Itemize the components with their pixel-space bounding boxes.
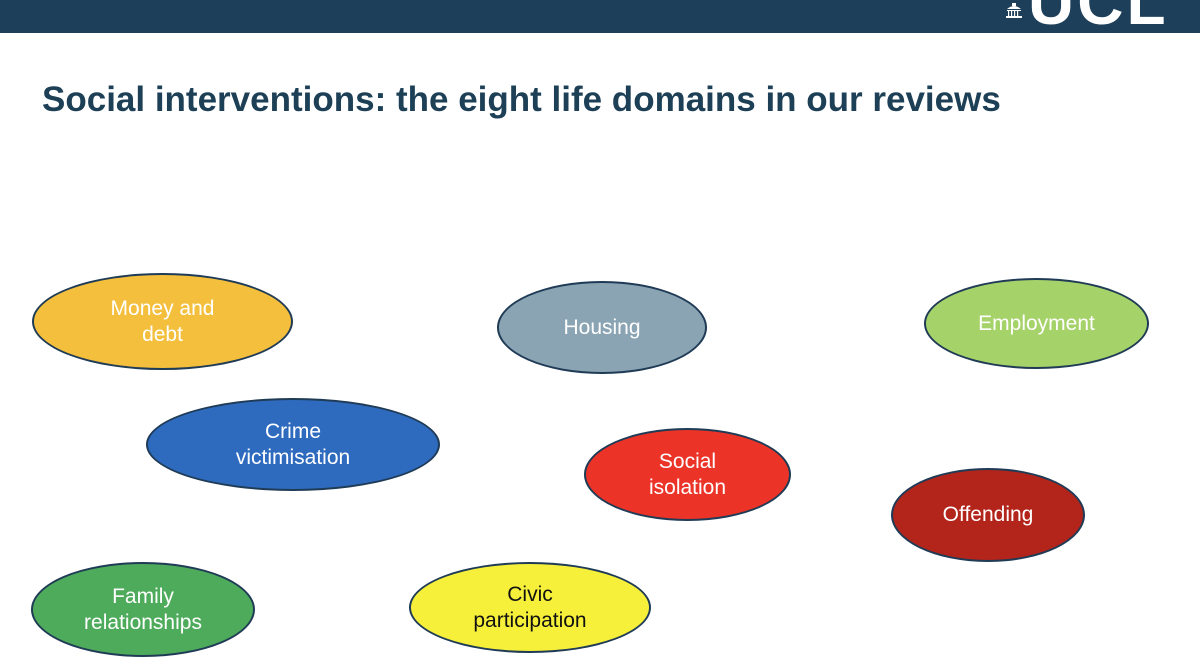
domain-label: Crime victimisation [236, 419, 350, 471]
domain-label-line: Family [112, 584, 174, 608]
domain-label-line: relationships [84, 610, 202, 634]
domain-label-line: Offending [942, 503, 1034, 526]
domain-label: Money and debt [111, 296, 215, 348]
domain-crime-victimisation: Crime victimisation [146, 398, 440, 491]
domain-social-isolation: Social isolation [584, 428, 791, 521]
header-bar: UCL [0, 0, 1200, 33]
slide-title: Social interventions: the eight life dom… [42, 80, 1001, 119]
ucl-logo: UCL [1000, 0, 1200, 33]
domain-label-line: participation [473, 608, 587, 632]
domain-label-line: Money and [110, 296, 215, 320]
domain-housing: Housing [497, 281, 707, 374]
domain-label: Housing [563, 315, 640, 341]
domain-civic-participation: Civic participation [409, 562, 651, 653]
domain-label-line: Civic [507, 582, 553, 606]
domain-label-line: Social [658, 449, 717, 473]
ucl-logo-text: UCL [1028, 0, 1169, 33]
domain-label-line: Crime [265, 419, 321, 443]
domain-label-line: victimisation [235, 445, 351, 469]
domain-label-line: isolation [648, 475, 727, 499]
domain-label-line: Housing [563, 315, 641, 339]
domain-employment: Employment [924, 278, 1149, 369]
domain-label-line: Employment [978, 311, 1095, 335]
domain-label: Family relationships [84, 584, 202, 636]
domain-label: Social isolation [649, 449, 726, 501]
domain-label-line: debt [142, 322, 183, 346]
domain-label: Employment [978, 311, 1095, 337]
domain-label: Civic participation [473, 582, 586, 634]
domain-family-relationships: Family relationships [31, 562, 255, 657]
domain-money-and-debt: Money and debt [32, 273, 293, 370]
domain-offending: Offending [891, 468, 1085, 562]
ucl-portico-icon [1006, 3, 1022, 18]
domain-label: Offending [943, 502, 1034, 528]
